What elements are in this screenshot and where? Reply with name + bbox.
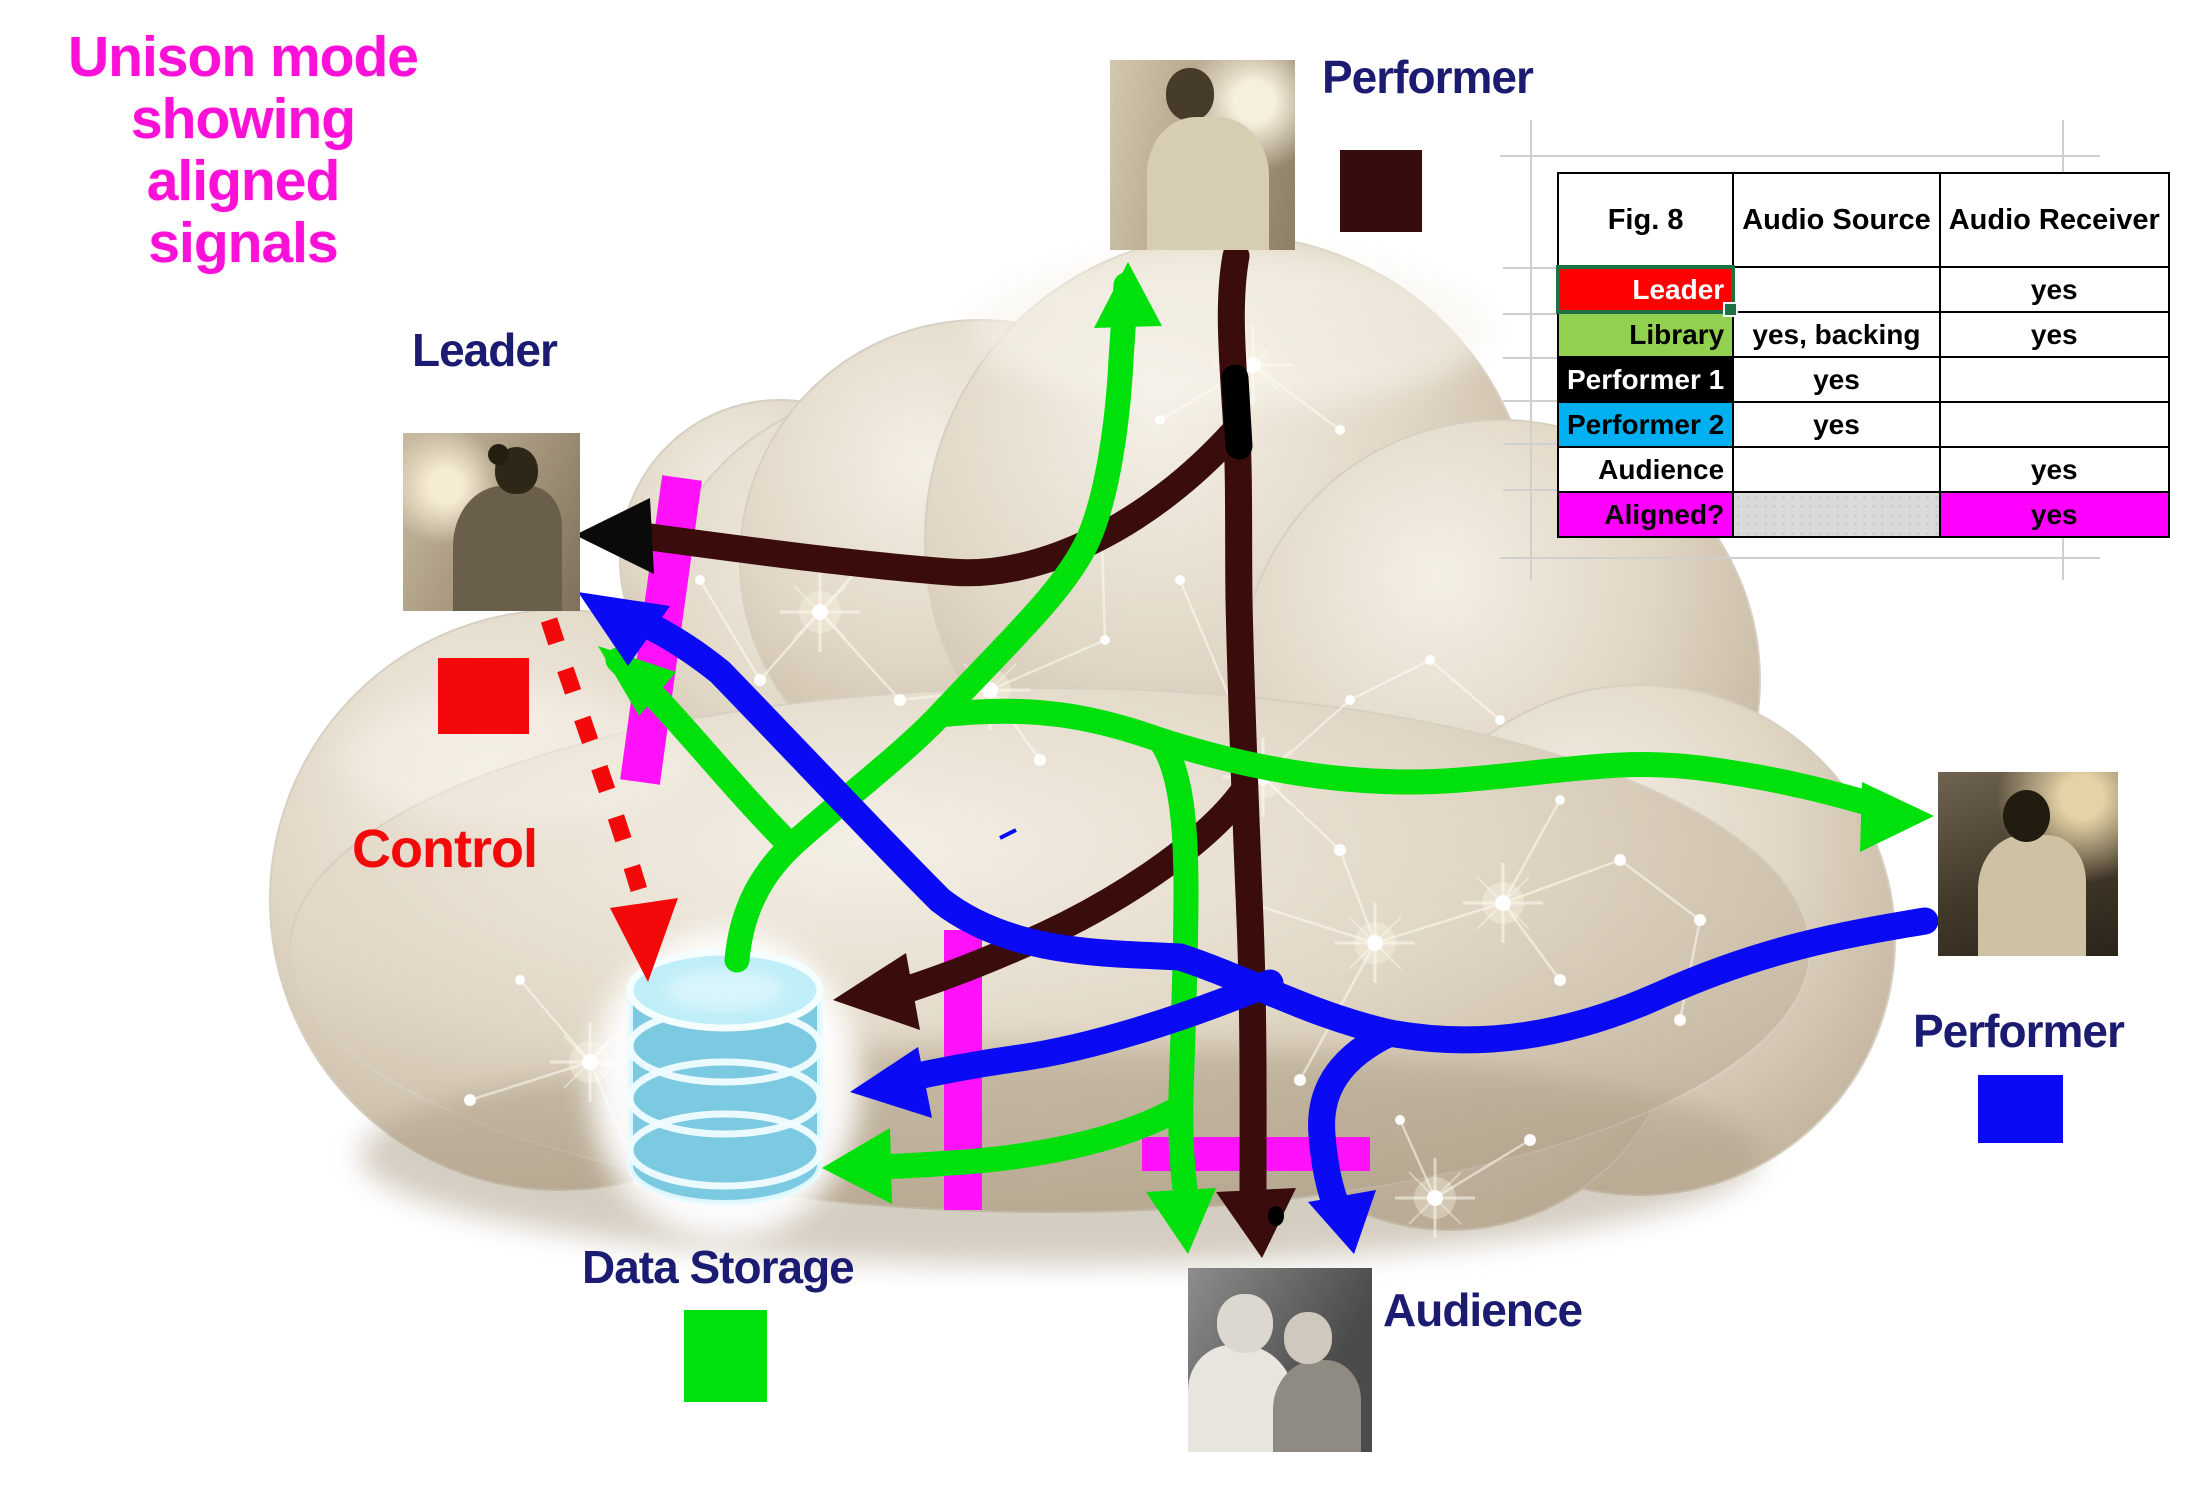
label-leader: Leader — [412, 324, 558, 376]
fig8-cell-audio-source — [1732, 266, 1941, 313]
leader-photo-body — [452, 486, 563, 611]
maroon-arrowhead-audience — [1216, 1188, 1296, 1258]
fig8-cell-audio-source: yes — [1732, 356, 1941, 403]
fig8-cell-audio-receiver: yes — [1938, 491, 2170, 538]
fig8-row-label: Leader — [1555, 265, 1740, 318]
green-arrowhead-performer-top — [1094, 262, 1162, 328]
green-arrowhead-performer-right — [1860, 782, 1934, 852]
arrow-green-to-performer-top — [927, 272, 1139, 728]
control-arrow — [540, 617, 678, 982]
green-arrowhead-leader — [598, 646, 676, 716]
fig8-table: Fig. 8 Audio Source Audio Receiver Leade… — [1555, 172, 2170, 538]
fig8-cell-audio-receiver: yes — [1938, 266, 2170, 313]
leader-photo — [403, 433, 580, 611]
fig8-cell-audio-receiver — [1938, 356, 2170, 403]
swatch-performer-top — [1340, 150, 1422, 232]
sheet-gridline — [1503, 443, 1557, 445]
blue-arrowhead-storage — [850, 1047, 932, 1118]
sheet-gridline — [1503, 400, 1557, 402]
sheet-gridline — [1530, 120, 1532, 580]
label-performer-right: Performer — [1913, 1005, 2125, 1057]
fig8-row-label: Performer 1 — [1556, 356, 1735, 403]
fig8-table-title: Fig. 8 — [1556, 172, 1735, 268]
swatch-data-storage — [684, 1310, 767, 1402]
diagram-title: Unison mode showing aligned signals — [28, 26, 458, 275]
sheet-gridline — [1503, 489, 1557, 491]
audience-photo — [1188, 1268, 1372, 1452]
blue-arrowhead-audience — [1308, 1190, 1376, 1254]
arrow-blue-to-storage — [886, 969, 1284, 1094]
fig8-cell-audio-receiver — [1938, 401, 2170, 448]
label-control: Control — [352, 819, 538, 879]
title-line-2: showing aligned — [130, 87, 356, 214]
fig8-cell-audio-source — [1732, 491, 1941, 538]
maroon-arrowhead-leader — [575, 498, 654, 574]
sheet-gridline — [1500, 155, 2100, 157]
data-storage-cylinder — [590, 930, 860, 1240]
sheet-gridline — [1503, 313, 1557, 315]
swatch-leader — [438, 658, 529, 734]
leader-photo-hairbun — [487, 443, 510, 466]
label-performer-top: Performer — [1322, 51, 1534, 103]
title-line-3: signals — [148, 211, 338, 276]
fig8-cell-audio-source: yes — [1732, 401, 1941, 448]
fig8-row-label: Performer 2 — [1556, 401, 1735, 448]
audience-photo-woman-head — [1283, 1312, 1332, 1364]
fig8-row-label: Library — [1556, 311, 1735, 358]
arrow-blue-main — [598, 598, 1939, 1054]
sheet-gridline — [1503, 267, 1557, 269]
fig8-cell-audio-receiver: yes — [1938, 446, 2170, 493]
fig8-col-audio-receiver: Audio Receiver — [1938, 172, 2170, 268]
performer-right-photo-figure — [2002, 790, 2050, 842]
blue-speck — [999, 828, 1017, 840]
fig8-row-leader: Leader yes — [1555, 265, 2170, 318]
fig8-row-audience: Audience yes — [1556, 446, 2170, 493]
fig8-row-label: Audience — [1556, 446, 1735, 493]
green-arrowhead-storage — [822, 1128, 892, 1204]
fig8-table-header-row: Fig. 8 Audio Source Audio Receiver — [1556, 172, 2170, 268]
arrow-maroon-to-leader — [636, 418, 1248, 587]
swatch-performer-right — [1978, 1075, 2063, 1143]
fig8-row-label: Aligned? — [1556, 491, 1735, 538]
green-arrowhead-audience — [1146, 1188, 1216, 1254]
sheet-gridline — [1500, 557, 2100, 559]
arrow-green-to-audience — [1147, 727, 1199, 1209]
maroon-arrowhead-dot — [1268, 1206, 1284, 1226]
fig8-cell-audio-receiver: yes — [1938, 311, 2170, 358]
performer-right-photo-body — [1977, 834, 2086, 956]
arrow-green-to-performer-right — [927, 698, 1891, 819]
label-data-storage: Data Storage — [582, 1241, 855, 1293]
audience-photo-woman-body — [1272, 1360, 1361, 1452]
audience-photo-man-head — [1217, 1293, 1273, 1353]
blue-arrowhead-leader — [578, 592, 670, 666]
arrow-library-audio — [605, 272, 1891, 1209]
fig8-cell-audio-source: yes, backing — [1732, 311, 1941, 358]
arrow-green-to-storage-return — [849, 1095, 1192, 1180]
title-line-1: Unison mode — [67, 25, 419, 89]
performer-top-photo — [1110, 60, 1295, 250]
performer-right-photo — [1938, 772, 2118, 956]
performer-top-photo-figure — [1165, 67, 1214, 121]
fig8-col-audio-source: Audio Source — [1732, 172, 1941, 268]
performer-top-photo-body — [1147, 117, 1270, 250]
fig8-row-aligned-: Aligned? yes — [1556, 491, 2170, 538]
sheet-gridline — [1503, 357, 1557, 359]
fig8-cell-audio-source — [1732, 446, 1941, 493]
maroon-arrowhead-storage — [833, 953, 920, 1030]
label-audience: Audience — [1383, 1284, 1583, 1336]
